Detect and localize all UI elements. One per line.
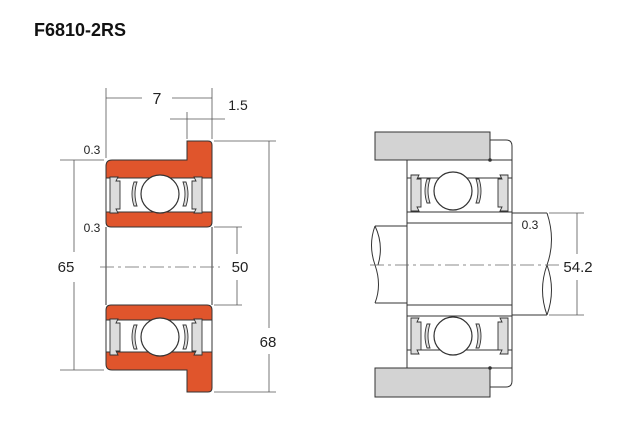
outer-ring-bottom bbox=[105, 351, 213, 393]
inner-ring-top bbox=[105, 211, 213, 228]
right-dimensions: 0.3 54.2 bbox=[522, 212, 593, 316]
housing-top bbox=[374, 131, 491, 161]
bore-label: 50 bbox=[232, 259, 249, 276]
outer-ring-top bbox=[105, 140, 213, 179]
chamfer-label: 0.3 bbox=[522, 218, 539, 232]
shaft-shoulder-label: 54.2 bbox=[563, 259, 592, 276]
flange-diameter-label: 68 bbox=[260, 334, 277, 351]
width-label: 7 bbox=[153, 91, 162, 108]
outer-diameter-label: 65 bbox=[58, 259, 75, 276]
part-number-title: F6810-2RS bbox=[34, 20, 127, 40]
right-mounting-section bbox=[370, 131, 560, 398]
left-dimensions: 7 1.5 0.3 0.3 65 50 68 bbox=[58, 88, 277, 393]
left-bearing-section bbox=[100, 140, 220, 393]
flange-width-label: 1.5 bbox=[228, 97, 248, 113]
chamfer-inner-label: 0.3 bbox=[84, 221, 101, 235]
chamfer-outer-label: 0.3 bbox=[84, 143, 101, 157]
housing-bottom bbox=[374, 367, 491, 398]
